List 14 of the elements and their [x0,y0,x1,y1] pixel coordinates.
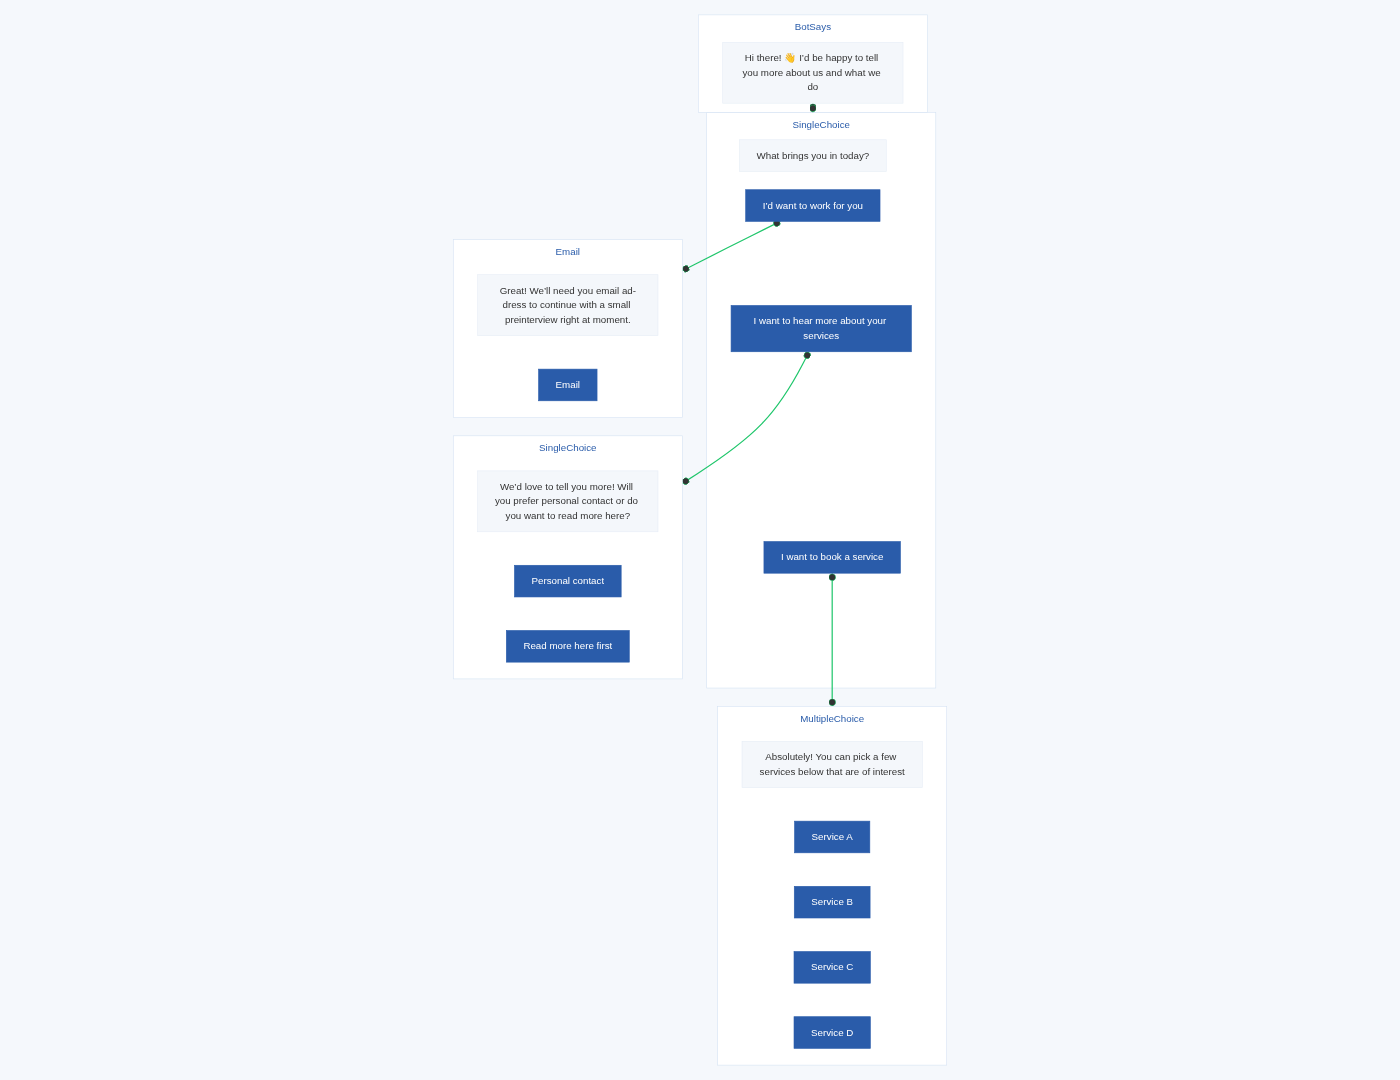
node-box: I want to book a service [763,541,901,574]
node-box: Service A [794,820,871,854]
node-box: Service B [793,886,871,919]
node-box: I want to hear more about your services [730,305,912,353]
connector [809,102,817,113]
connector [828,572,836,707]
node-box: Personal contact [514,564,622,598]
node-box: Service D [793,1016,871,1049]
node-box: Service C [793,951,871,984]
node-box: Email [538,368,598,402]
node-box: Hi there! 👋 I’d be happy to tell you more about us and what we do [722,42,904,104]
connector [681,351,811,485]
node-box: Read more here first [506,630,630,663]
node-box: I’d want to work for you [745,189,881,222]
